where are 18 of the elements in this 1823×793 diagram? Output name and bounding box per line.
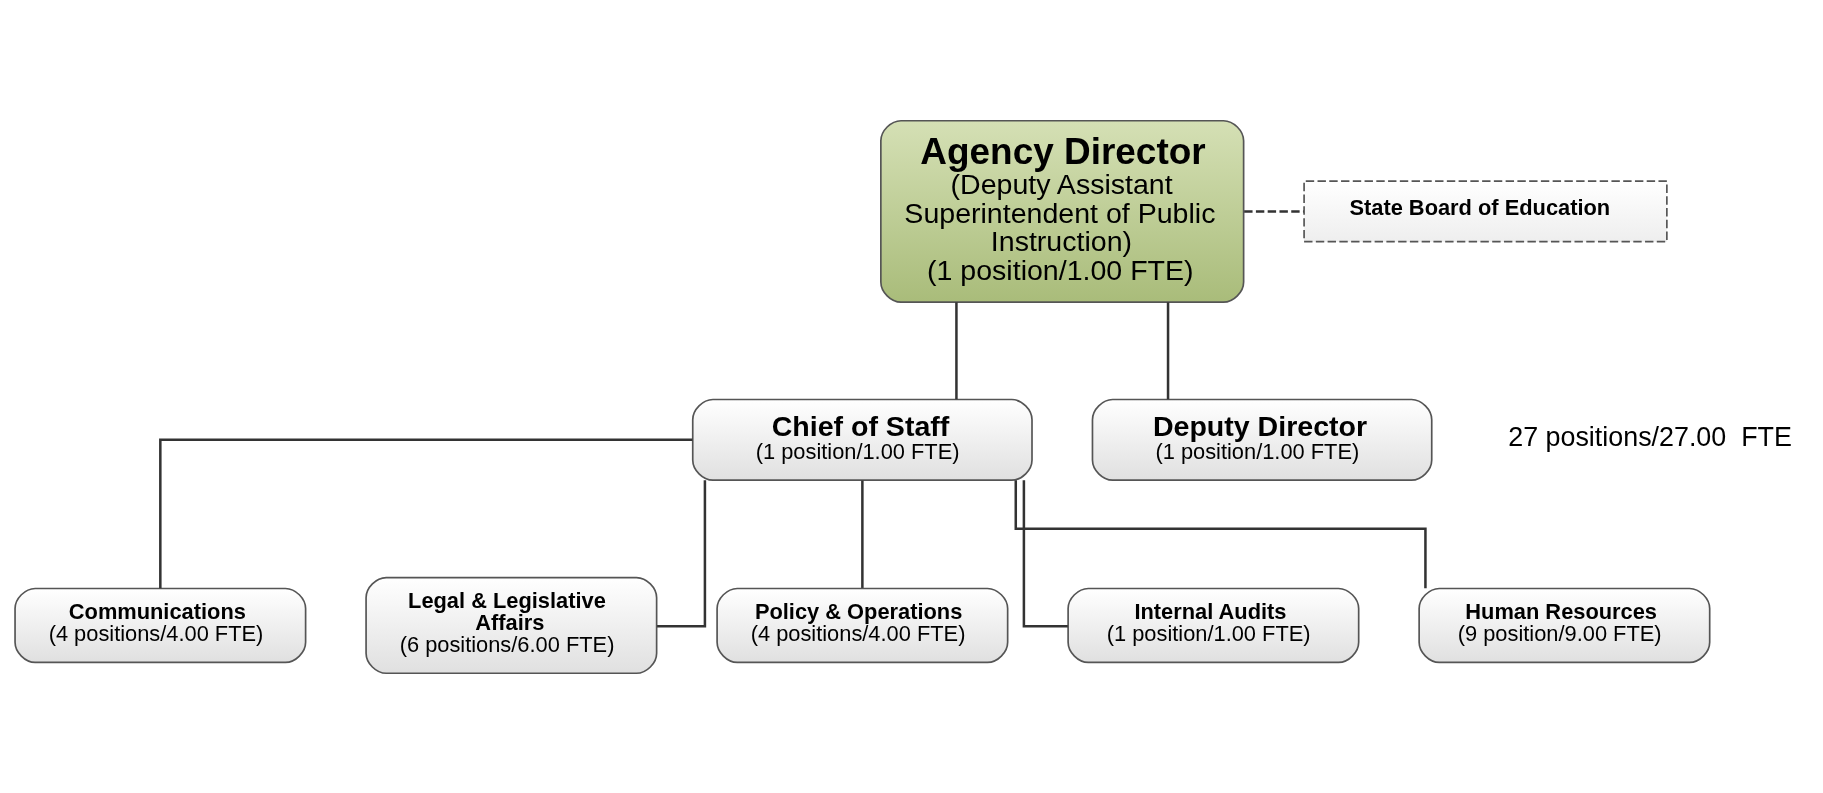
node-box: Deputy Director (1 position/1.00 FTE) (1091, 398, 1433, 481)
connector (1014, 479, 1427, 588)
node-box: Chief of Staff (1 position/1.00 FTE) (691, 398, 1033, 481)
node-box: Agency Director (Deputy Assistant Superintendent of Public Instruction) (1 position/1.00 FTE) (880, 119, 1245, 303)
label: 27 positions/27.00 FTE (1508, 421, 1792, 452)
node-box: Communications (4 positions/4.00 FTE) (14, 587, 307, 663)
connector (1244, 209, 1304, 213)
connector (1022, 479, 1068, 627)
node-box: Internal Audits (1 position/1.00 FTE) (1067, 587, 1360, 663)
connector (159, 438, 693, 588)
node-box: Policy & Operations (4 positions/4.00 FTE) (716, 587, 1009, 663)
connector (1166, 301, 1170, 399)
node-box: Legal & Legislative Affairs (6 positions/6.00 FTE) (365, 576, 658, 674)
node-box: State Board of Education (1303, 179, 1668, 242)
connector (861, 480, 864, 588)
node-box: Human Resources (9 position/9.00 FTE) (1418, 587, 1711, 663)
connector (955, 301, 958, 399)
connector (657, 479, 707, 627)
